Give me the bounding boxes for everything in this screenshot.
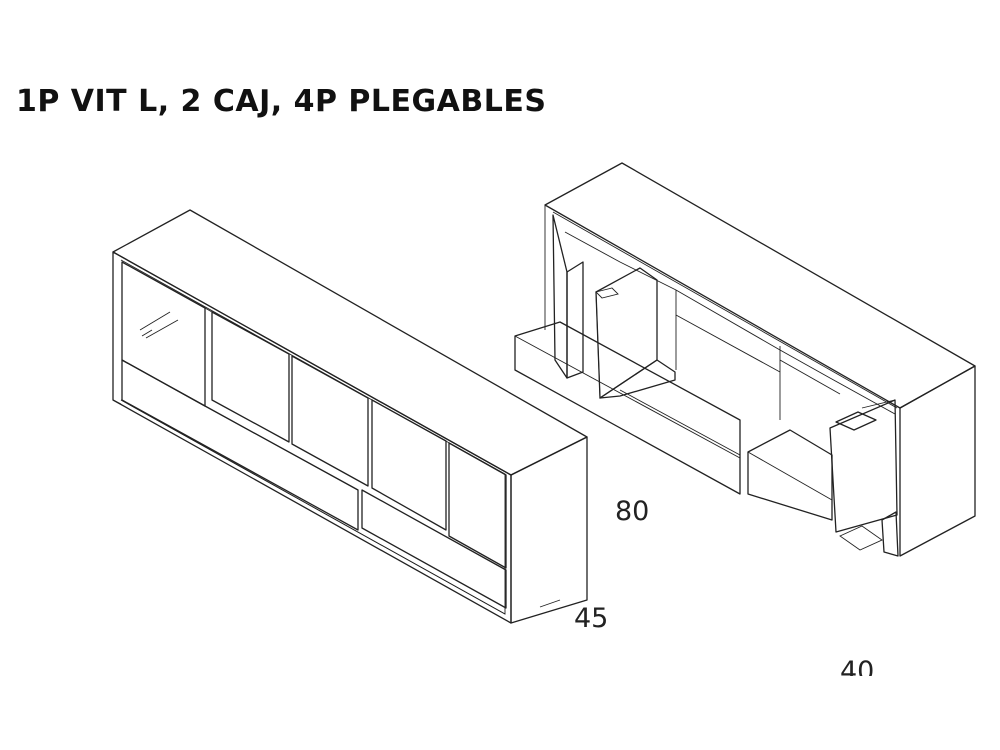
- drawer-right: [361, 489, 507, 609]
- folding-door-left: [552, 214, 568, 379]
- door-4: [448, 442, 507, 569]
- depth-dimension: 45: [574, 603, 609, 634]
- open-drawer-left: [514, 321, 741, 495]
- closed-sideboard: [112, 209, 588, 624]
- folding-door-center-a: [595, 267, 658, 399]
- folding-door-left-b: [566, 261, 584, 379]
- folding-door-right-b: [835, 411, 877, 431]
- open-sideboard: [514, 162, 976, 557]
- height-dimension: 80: [615, 496, 650, 527]
- cropped-dimension: 40: [840, 656, 875, 676]
- open-top-panel: [544, 162, 976, 409]
- front-face: [112, 251, 512, 624]
- open-drawer-bottom: [881, 511, 899, 557]
- product-title: 1P VIT L, 2 CAJ, 4P PLEGABLES: [16, 84, 547, 119]
- door-1: [211, 311, 290, 443]
- folding-door-center-b: [599, 359, 676, 399]
- side-panel: [510, 436, 588, 624]
- door-3: [371, 399, 447, 531]
- drawer-left: [121, 359, 359, 531]
- open-drawer-right: [747, 429, 833, 521]
- open-side-panel: [899, 365, 976, 557]
- door-2: [291, 355, 369, 487]
- folding-door-right-a: [829, 399, 898, 533]
